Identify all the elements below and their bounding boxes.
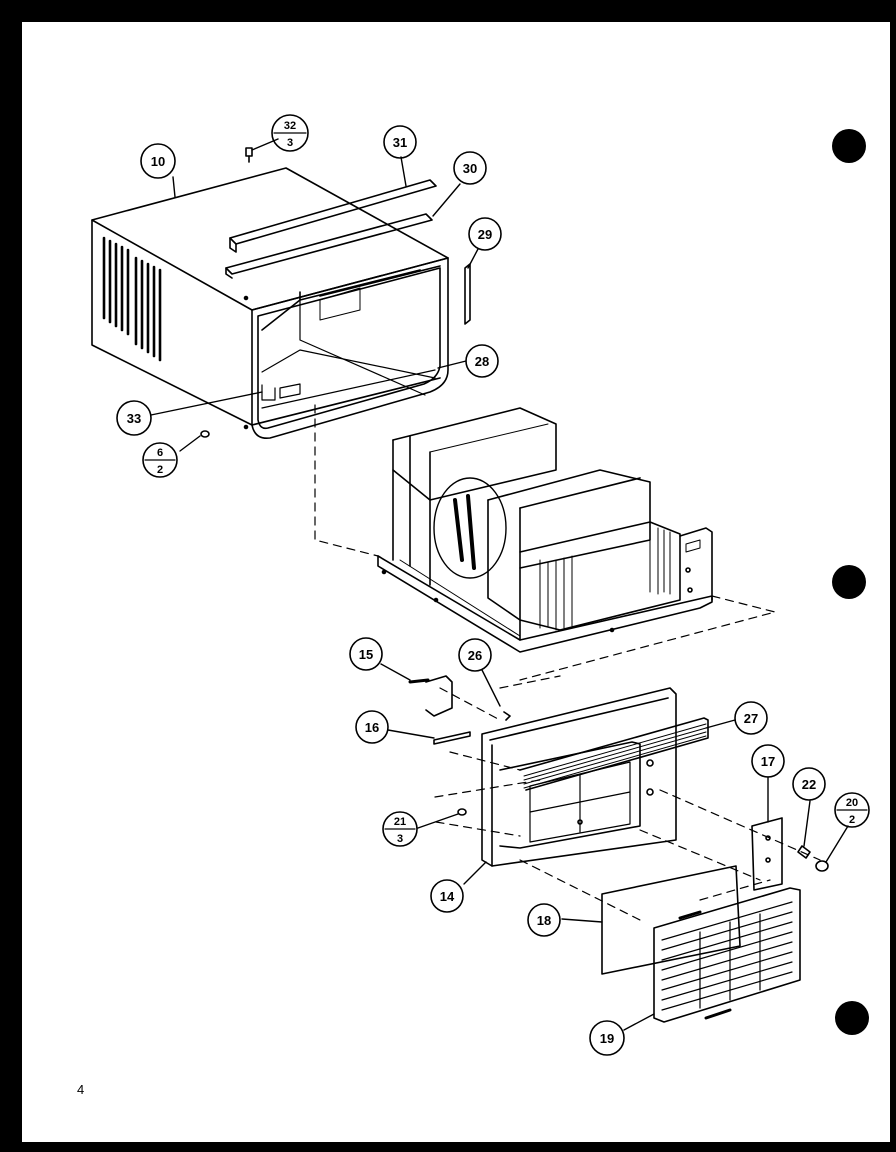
top-rail-30: [225, 213, 433, 279]
coil-fins: [547, 523, 671, 631]
callout-22: 22: [792, 767, 826, 801]
svg-text:16: 16: [365, 720, 379, 735]
side-louvers: [102, 236, 162, 362]
svg-text:17: 17: [761, 754, 775, 769]
callout-15: 15: [349, 637, 383, 671]
svg-text:3: 3: [287, 137, 293, 149]
callout-29: 29: [468, 217, 502, 251]
svg-text:27: 27: [744, 711, 758, 726]
front-frame: [481, 687, 709, 867]
svg-text:6: 6: [157, 447, 163, 459]
callout-30: 30: [453, 151, 487, 185]
callout-18: 18: [527, 903, 561, 937]
callout-6-2: 6 2: [142, 442, 178, 478]
svg-text:29: 29: [478, 227, 492, 242]
binder-holes: [832, 129, 869, 1035]
svg-text:3: 3: [397, 833, 403, 845]
svg-text:21: 21: [394, 816, 406, 828]
svg-text:26: 26: [468, 648, 482, 663]
callout-26: 26: [458, 638, 492, 672]
louver-blades: [523, 723, 707, 789]
bracket-15: [408, 675, 453, 717]
callout-10: 10: [140, 143, 176, 179]
svg-text:22: 22: [802, 777, 816, 792]
front-grille-19: [653, 887, 801, 1023]
callout-21-3: 21 3: [382, 811, 418, 847]
callout-28: 28: [465, 344, 499, 378]
svg-text:19: 19: [600, 1031, 614, 1046]
quantity-callouts: 32 3 6 2 21 3 20 2: [142, 114, 870, 847]
part-callouts: 10 31 30 29 28 33 15 26 16 27 17 22 14 1…: [116, 125, 826, 1056]
callout-32-3: 32 3: [271, 114, 309, 152]
svg-text:33: 33: [127, 411, 141, 426]
screw-32: [245, 147, 253, 163]
callout-19: 19: [589, 1020, 625, 1056]
filter-18: [601, 865, 741, 975]
callout-14: 14: [430, 879, 464, 913]
page-number: 4: [77, 1082, 85, 1097]
alignment-lines: [314, 404, 821, 921]
svg-text:2: 2: [849, 814, 855, 826]
screw-21: [457, 808, 467, 816]
grille-slots: [661, 901, 793, 1011]
control-plate-17: [751, 817, 783, 891]
cabinet-wrapper: [91, 167, 449, 440]
svg-text:30: 30: [463, 161, 477, 176]
svg-text:20: 20: [846, 797, 858, 809]
clip-26: [503, 711, 511, 721]
callout-20-2: 20 2: [834, 792, 870, 828]
svg-text:2: 2: [157, 464, 163, 476]
svg-text:31: 31: [393, 135, 407, 150]
screw-6: [200, 430, 210, 438]
callout-31: 31: [383, 125, 417, 159]
svg-text:28: 28: [475, 354, 489, 369]
knob-20: [815, 860, 829, 872]
knob-22: [797, 845, 811, 859]
callout-27: 27: [734, 701, 768, 735]
leader-lines: [150, 138, 849, 1031]
svg-text:15: 15: [359, 647, 373, 662]
svg-text:10: 10: [151, 154, 165, 169]
svg-text:18: 18: [537, 913, 551, 928]
strip-16: [433, 731, 471, 745]
svg-text:32: 32: [284, 120, 296, 132]
callout-33: 33: [116, 400, 152, 436]
svg-text:14: 14: [440, 889, 455, 904]
top-rail-31: [229, 179, 437, 253]
side-strip-29: [464, 263, 471, 325]
callout-17: 17: [751, 744, 785, 778]
callout-16: 16: [355, 710, 389, 744]
chassis: [377, 407, 713, 653]
